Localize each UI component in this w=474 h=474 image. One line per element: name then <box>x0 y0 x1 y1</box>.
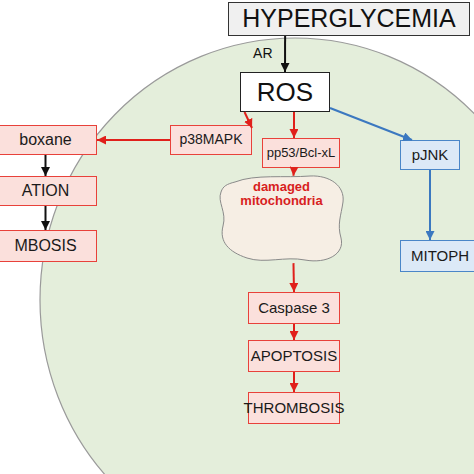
flow-arrow <box>45 155 47 176</box>
process-box: ROS <box>240 72 330 112</box>
flow-arrow <box>330 108 412 140</box>
process-box: APOPTOSIS <box>248 340 340 372</box>
box-label: p38MAPK <box>179 132 242 147</box>
process-box: Caspase 3 <box>248 292 340 324</box>
condition-box: HYPERGLYCEMIA <box>228 2 470 36</box>
box-label: pJNK <box>412 147 449 164</box>
box-label: pp53/Bcl-xL <box>267 146 336 160</box>
box-label: MITOPH <box>411 248 469 265</box>
edge-label: AR <box>253 45 272 61</box>
flow-arrow <box>292 168 295 176</box>
process-box: pp53/Bcl-xL <box>262 138 340 168</box>
process-box: MBOSIS <box>0 230 97 262</box>
flow-arrow <box>97 139 170 141</box>
cell-membrane <box>40 38 474 474</box>
box-label: ATION <box>22 182 70 200</box>
process-box: boxane <box>0 125 97 155</box>
box-label: ROS <box>257 78 313 107</box>
flow-arrow <box>293 372 295 392</box>
shape-label: damaged mitochondria <box>240 180 324 209</box>
flow-arrow <box>45 206 47 230</box>
flow-arrow <box>429 170 431 240</box>
box-label: HYPERGLYCEMIA <box>242 5 455 33</box>
flow-arrow <box>293 112 295 138</box>
process-box: ATION <box>0 176 97 206</box>
box-label: boxane <box>19 131 72 149</box>
process-box: MITOPH <box>400 240 474 272</box>
process-box: p38MAPK <box>170 125 252 155</box>
process-box: THROMBOSIS <box>248 392 340 424</box>
box-label: Caspase 3 <box>258 300 330 317</box>
flow-arrow <box>245 112 253 128</box>
box-label: THROMBOSIS <box>244 400 345 417</box>
flow-arrow <box>284 36 286 72</box>
box-label: APOPTOSIS <box>251 348 337 365</box>
process-box: pJNK <box>400 140 460 170</box>
flow-arrow <box>293 324 295 340</box>
box-label: MBOSIS <box>14 237 76 255</box>
mitochondria-shape: damaged mitochondria <box>215 172 348 265</box>
flow-arrow <box>292 263 295 292</box>
mitochondria-body <box>220 176 343 261</box>
